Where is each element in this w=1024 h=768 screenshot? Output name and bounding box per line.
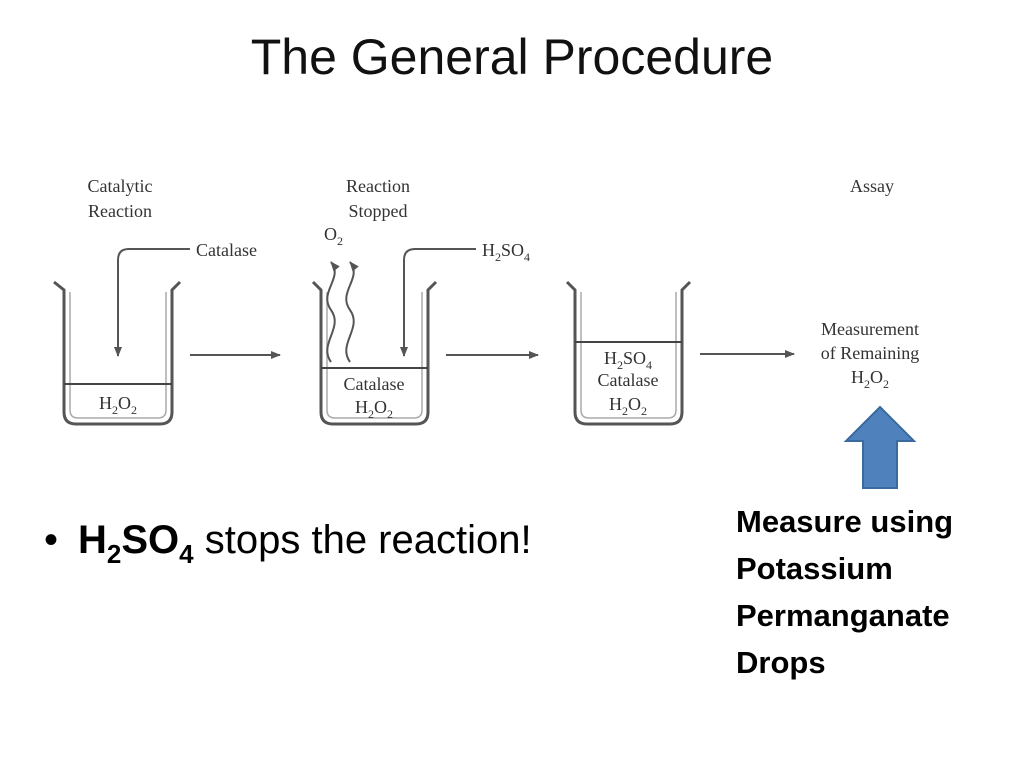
measurement-line2: of Remaining: [821, 343, 919, 363]
catalase-input-label: Catalase: [196, 240, 257, 260]
oxygen-release-arrows: [326, 261, 359, 363]
step3-label: Assay: [850, 176, 894, 196]
note-line-3: Permanganate: [736, 598, 950, 633]
beaker2-contents-line1: Catalase: [344, 374, 405, 394]
beaker2-contents-line2: H2O2: [355, 397, 393, 421]
step2-label-line1: Reaction: [346, 176, 410, 196]
measurement-line3: H2O2: [851, 367, 889, 391]
measurement-line1: Measurement: [821, 319, 919, 339]
beaker-2: Catalase H2O2: [311, 280, 438, 426]
beaker-1: H2O2: [53, 280, 182, 426]
step1-label-line1: Catalytic: [88, 176, 153, 196]
slide-title: The General Procedure: [250, 29, 774, 85]
measurement-note: Measure using Potassium Permanganate Dro…: [736, 498, 953, 686]
bullet-point: • H2SO4 stops the reaction!: [44, 518, 532, 570]
bullet-formula: H2SO4: [78, 518, 194, 569]
beaker3-contents-line3: H2O2: [609, 394, 647, 418]
note-line-4: Drops: [736, 645, 826, 680]
oxygen-label: O2: [324, 224, 343, 248]
step2-label-line2: Stopped: [348, 201, 407, 221]
acid-input-label: H2SO4: [482, 240, 530, 264]
note-line-1: Measure using: [736, 504, 954, 539]
beaker3-contents-line2: Catalase: [598, 370, 659, 390]
up-arrow-icon: [843, 405, 917, 489]
bullet-text: stops the reaction!: [193, 518, 532, 562]
note-line-2: Potassium: [736, 551, 893, 586]
catalase-input-arrow: [114, 248, 190, 357]
beaker-3: H2SO4 Catalase H2O2: [565, 280, 692, 426]
acid-input-arrow: [400, 248, 476, 357]
bullet-dot: •: [44, 518, 59, 562]
beaker1-contents: H2O2: [99, 393, 137, 417]
step1-label-line2: Reaction: [88, 201, 152, 221]
beaker3-contents-line1: H2SO4: [604, 348, 652, 372]
